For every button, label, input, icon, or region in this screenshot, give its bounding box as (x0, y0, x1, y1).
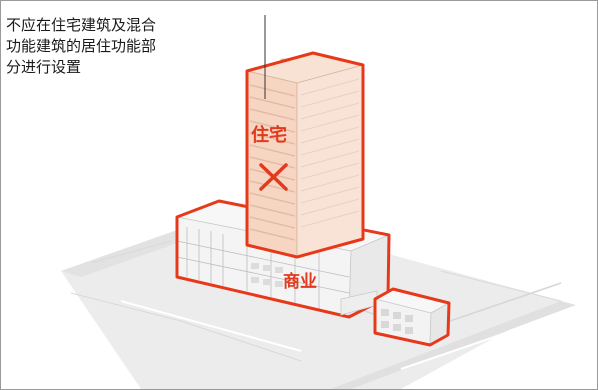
residential-tower (245, 51, 365, 259)
caption-text: 不应在住宅建筑及混合 功能建筑的居住功能部 分进行设置 (6, 15, 246, 78)
caption-line-2: 功能建筑的居住功能部 (6, 37, 157, 55)
residential-label: 住宅 (251, 124, 287, 146)
commercial-label: 商业 (283, 271, 317, 292)
cross-mark-icon (259, 163, 288, 191)
caption-line-1: 不应在住宅建筑及混合 (6, 16, 157, 34)
annex-building (340, 287, 451, 347)
caption-line-3: 分进行设置 (6, 58, 82, 76)
